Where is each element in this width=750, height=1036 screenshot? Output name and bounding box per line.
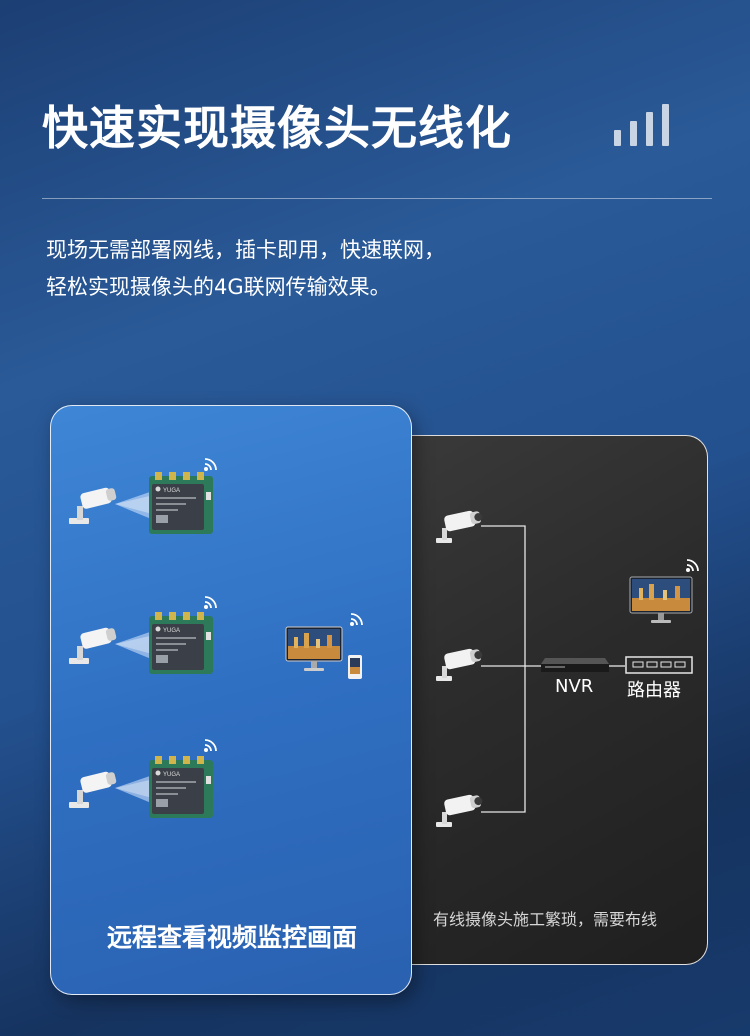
wired-topology-lines <box>481 525 625 813</box>
module-brand: YUGA <box>163 488 180 494</box>
signal-bars-icon <box>614 104 669 146</box>
lte-module-icon: YUGA <box>149 756 213 818</box>
nvr-label: NVR <box>555 676 594 697</box>
description: 现场无需部署网线，插卡即用，快速联网， 轻松实现摄像头的4G联网传输效果。 <box>46 232 445 306</box>
router-icon <box>625 656 693 674</box>
module-brand: YUGA <box>163 628 180 634</box>
wireless-caption: 远程查看视频监控画面 <box>106 923 357 952</box>
wifi-signal-icon <box>204 739 217 752</box>
wifi-signal-icon <box>204 596 217 609</box>
lte-module-icon: YUGA <box>149 612 213 674</box>
phone-icon <box>348 655 362 679</box>
monitor-icon <box>285 626 343 671</box>
wifi-signal-icon <box>686 559 699 572</box>
nvr-icon <box>541 658 609 672</box>
wifi-signal-icon <box>350 613 363 626</box>
wired-solution-card: NVR 路由器 有线摄像头施工繁琐，需要布线 <box>380 435 708 965</box>
description-line-1: 现场无需部署网线，插卡即用，快速联网， <box>46 238 445 262</box>
description-line-2: 轻松实现摄像头的4G联网传输效果。 <box>46 275 391 299</box>
wireless-solution-card: YUGA YUGA <box>50 405 412 995</box>
camera-icon <box>436 794 483 827</box>
camera-icon <box>436 648 483 681</box>
wired-caption: 有线摄像头施工繁琐，需要布线 <box>432 910 657 929</box>
camera-icon <box>436 510 483 543</box>
module-brand: YUGA <box>163 772 180 778</box>
page-title: 快速实现摄像头无线化 <box>42 101 512 155</box>
monitor-icon <box>629 576 693 623</box>
title-divider <box>42 198 712 199</box>
lte-module-icon: YUGA <box>149 472 213 534</box>
wifi-signal-icon <box>204 458 217 471</box>
router-label: 路由器 <box>627 680 681 701</box>
